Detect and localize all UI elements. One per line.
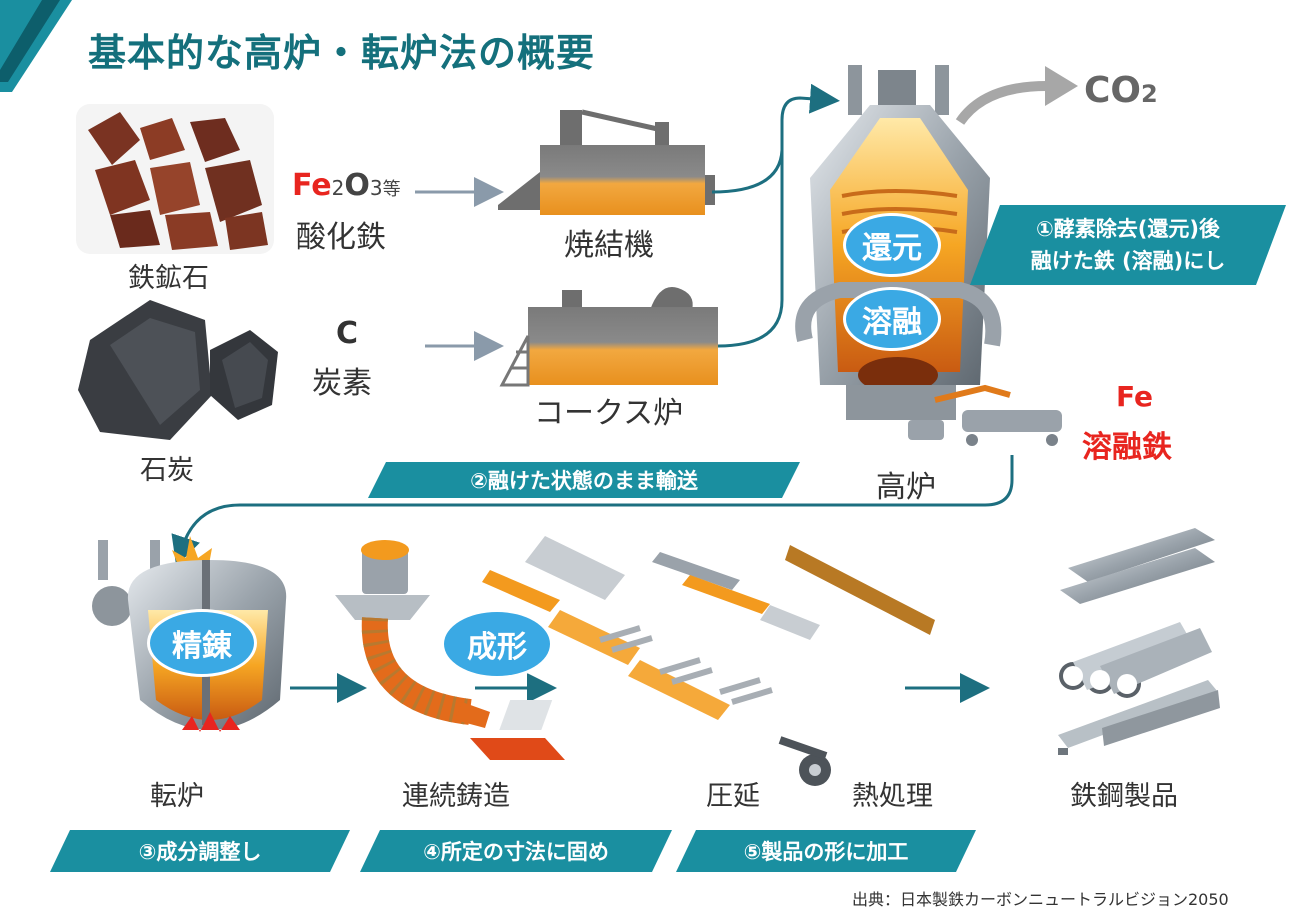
bubble-melting: 溶融: [846, 290, 938, 348]
page-title: 基本的な高炉・転炉法の概要: [88, 31, 596, 75]
step3-banner: ③成分調整し: [50, 830, 350, 872]
heat-treatment-label: 熱処理: [852, 781, 933, 812]
step5-banner-shape: [676, 830, 976, 872]
step5-banner: ⑤製品の形に加工: [676, 830, 976, 872]
molten-iron-label: 溶融鉄: [1082, 430, 1172, 465]
co2-label: CO2: [1084, 70, 1158, 111]
step1-banner-shape: [970, 205, 1286, 285]
formula-o: O: [344, 168, 370, 203]
rolling-label: 圧延: [706, 781, 760, 812]
co2-main: CO: [1084, 70, 1142, 111]
coal-label: 石炭: [140, 455, 194, 486]
step4-banner: ④所定の寸法に固め: [360, 830, 672, 872]
rolling-line: [482, 536, 935, 786]
iron-oxide-formula: Fe2O3等: [292, 168, 401, 203]
bubble-forming: 成形: [444, 612, 550, 676]
step1-banner: ①酵素除去(還元)後 融けた鉄 (溶融)にし: [970, 205, 1286, 285]
co2-sub: 2: [1141, 80, 1158, 108]
step3-label: ③成分調整し: [138, 840, 262, 864]
iron-oxide-label: 酸化鉄: [296, 220, 386, 255]
formula-sub1: 2: [331, 176, 345, 200]
step4-label: ④所定の寸法に固め: [423, 840, 609, 864]
continuous-caster: [335, 540, 565, 760]
bubble-refining: 精錬: [150, 612, 254, 674]
molten-iron-symbol: Fe: [1116, 380, 1153, 413]
bubble-reduction: 還元: [846, 216, 938, 274]
carbon-symbol: C: [336, 316, 359, 351]
step2-banner-shape: [368, 462, 800, 498]
step2-label: ②融けた状態のまま輸送: [470, 469, 698, 493]
formula-fe: Fe: [292, 168, 332, 203]
blast-furnace-label: 高炉: [876, 470, 936, 505]
step2-banner: ②融けた状態のまま輸送: [368, 462, 800, 498]
step5-label: ⑤製品の形に加工: [743, 840, 909, 864]
coke-oven: [499, 286, 718, 387]
step1-line1: ①酵素除去(還元)後: [1036, 217, 1220, 241]
iron-ore-image: [76, 104, 274, 254]
casting-label: 連続鋳造: [402, 781, 510, 812]
source-credit: 出典：日本製鉄カーボンニュートラルビジョン2050: [852, 890, 1229, 909]
step3-banner-shape: [50, 830, 350, 872]
iron-ore-label: 鉄鉱石: [128, 263, 209, 294]
step1-line2: 融けた鉄 (溶融)にし: [1030, 249, 1226, 273]
sinter-label: 焼結機: [564, 228, 654, 263]
coal-image: [78, 300, 278, 440]
coke-oven-label: コークス炉: [534, 396, 684, 431]
carbon-label: 炭素: [312, 366, 372, 401]
step4-banner-shape: [360, 830, 672, 872]
formula-suffix: 等: [382, 179, 401, 200]
steel-products: [1058, 528, 1220, 755]
steel-products-label: 鉄鋼製品: [1070, 781, 1178, 812]
formula-sub2: 3: [369, 176, 383, 200]
converter-label: 転炉: [150, 781, 204, 812]
sinter-machine: [498, 109, 715, 215]
